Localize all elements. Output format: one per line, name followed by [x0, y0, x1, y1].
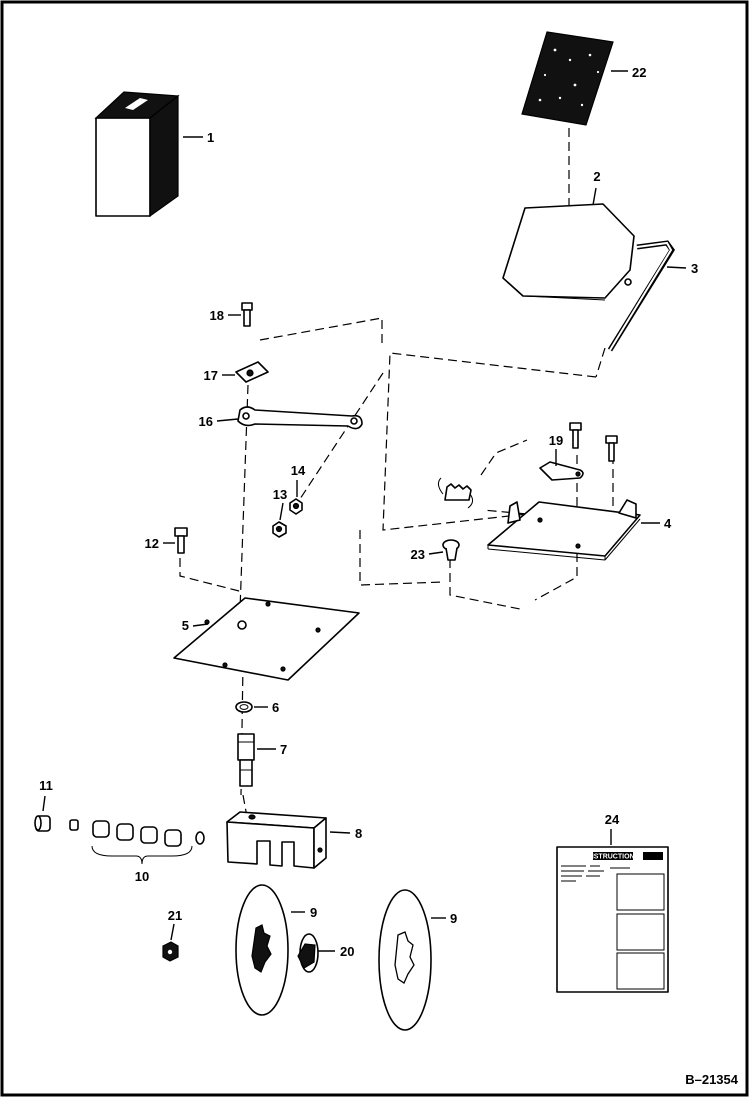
- callout-19: 19: [549, 433, 563, 448]
- callout-labels: 1 2 3 4 5 6 7 8 9 9 10 11 12 13 14 16 17…: [39, 65, 698, 959]
- callout-7: 7: [280, 742, 287, 757]
- callout-23: 23: [411, 547, 425, 562]
- figure-id: B–21354: [685, 1072, 739, 1087]
- callout-4: 4: [664, 516, 672, 531]
- callout-20: 20: [340, 944, 354, 959]
- instruction-card-heading: INSTRUCTIONS: [587, 854, 640, 861]
- part-13-nut: [272, 521, 287, 538]
- callout-17: 17: [204, 368, 218, 383]
- bolt-4: [605, 435, 618, 462]
- part-14-nut: [289, 498, 303, 515]
- part-11-bushing: [34, 815, 51, 832]
- part-1-block: [94, 91, 180, 218]
- callout-10: 10: [135, 869, 149, 884]
- part-6-ring: [235, 701, 253, 713]
- part-19-latch: [539, 461, 584, 481]
- callout-1: 1: [207, 130, 214, 145]
- callout-8: 8: [355, 826, 362, 841]
- callout-22: 22: [632, 65, 646, 80]
- callout-2: 2: [593, 169, 600, 184]
- part-5-plate: [173, 597, 360, 681]
- part-9-disc-left: [235, 884, 289, 1016]
- callout-6: 6: [272, 700, 279, 715]
- callout-3: 3: [691, 261, 698, 276]
- part-21-nut: [162, 941, 179, 962]
- part-12-bolt: [174, 527, 188, 554]
- callout-16: 16: [199, 414, 213, 429]
- callout-11: 11: [39, 778, 53, 793]
- part-18-bolt: [241, 302, 253, 327]
- part-3-rod: [607, 240, 676, 352]
- part-20-washer: [297, 933, 319, 973]
- part-24-instruction-card: INSTRUCTIONS: [556, 846, 669, 993]
- callout-18: 18: [210, 308, 224, 323]
- callout-24: 24: [605, 812, 620, 827]
- callout-12: 12: [145, 536, 159, 551]
- part-22-pad: [521, 31, 614, 126]
- leader-lines: [42, 70, 687, 952]
- part-16-arm: [237, 406, 363, 430]
- part-10-rollers: [69, 819, 205, 865]
- spring-part: [437, 477, 474, 509]
- part-4-plate: [487, 499, 641, 561]
- part-7-shaft: [237, 733, 255, 787]
- callout-21: 21: [168, 908, 182, 923]
- part-2-plate: [502, 203, 635, 301]
- callout-9-right: 9: [450, 911, 457, 926]
- assembly-lines: [179, 128, 614, 818]
- part-9-disc-right: [378, 889, 432, 1031]
- callout-5: 5: [182, 618, 189, 633]
- part-17-bracket: [235, 361, 269, 383]
- callout-13: 13: [273, 487, 287, 502]
- callout-9-left: 9: [310, 905, 317, 920]
- bolt-19: [569, 422, 582, 449]
- callout-14: 14: [291, 463, 306, 478]
- part-23-knob: [442, 539, 460, 561]
- part-8-housing: [226, 811, 327, 869]
